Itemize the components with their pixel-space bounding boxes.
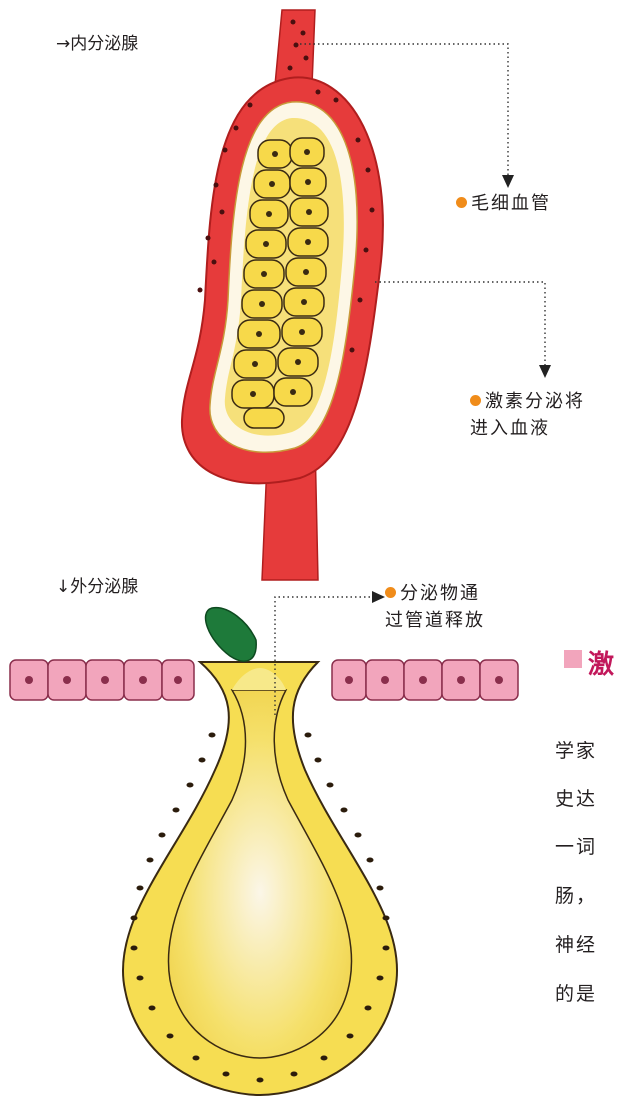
secretion-label-line1: 分泌物通 — [400, 583, 480, 604]
orange-bullet-icon — [470, 395, 481, 406]
orange-bullet-icon — [385, 587, 396, 598]
endocrine-label: →内分泌腺 — [56, 36, 138, 53]
arrow-hormone — [539, 365, 551, 378]
endocrine-gland — [182, 10, 383, 580]
capillary-callout: 毛细血管 — [456, 190, 551, 217]
arrow-secretion — [372, 591, 385, 603]
section-marker — [564, 650, 582, 668]
exocrine-label: ↓外分泌腺 — [56, 579, 138, 596]
body-text-line: 的是 — [555, 979, 597, 1006]
leader-hormone — [375, 282, 545, 365]
capillary-label: 毛细血管 — [471, 193, 551, 214]
exocrine-gland — [10, 608, 518, 1095]
secretion-droplet — [206, 608, 257, 662]
section-title: 激 — [588, 644, 614, 681]
hormone-callout: 激素分泌将 进入血液 — [470, 388, 585, 442]
hormone-label-line2: 进入血液 — [470, 415, 585, 442]
body-text-line: 学家 — [555, 736, 597, 763]
body-text-line: 神经 — [555, 930, 597, 957]
body-text-line: 一词 — [555, 832, 597, 859]
secretion-callout: 分泌物通 过管道释放 — [385, 580, 485, 634]
body-text-line: 史达 — [555, 784, 597, 811]
body-text-line: 肠， — [555, 881, 597, 908]
orange-bullet-icon — [456, 197, 467, 208]
arrow-capillary — [502, 175, 514, 188]
hormone-label-line1: 激素分泌将 — [485, 391, 585, 412]
secretion-label-line2: 过管道释放 — [385, 607, 485, 634]
